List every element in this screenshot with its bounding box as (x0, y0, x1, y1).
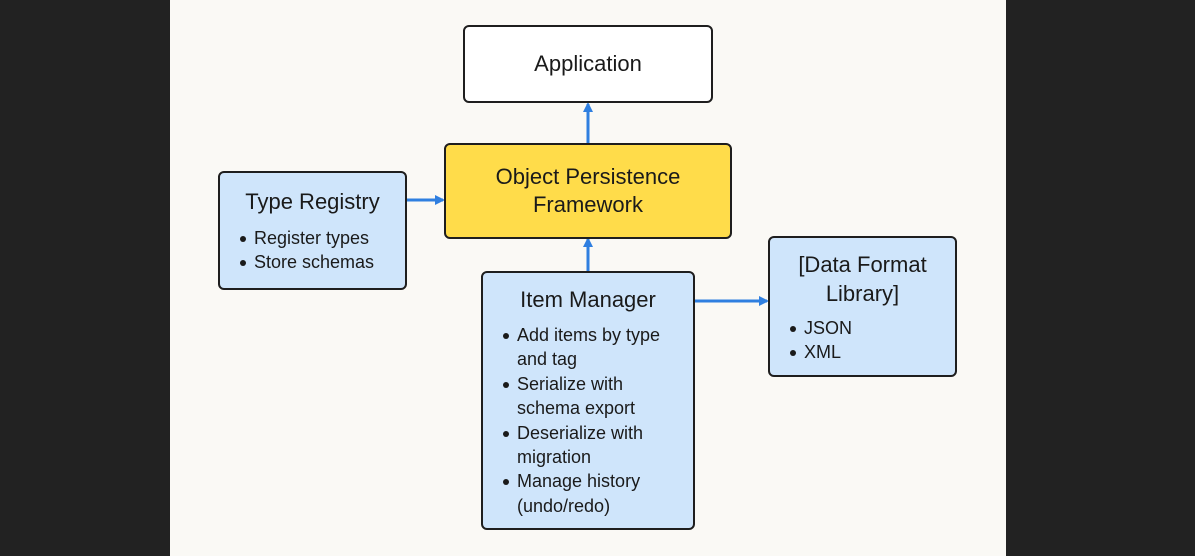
list-item: Add items by type and tag (501, 323, 693, 372)
item-manager-title: Item Manager (520, 287, 656, 312)
type-registry-list: Register types Store schemas (238, 226, 405, 275)
list-item: XML (788, 340, 955, 364)
type-registry-title: Type Registry (245, 189, 380, 214)
item-manager-list: Add items by type and tag Serialize with… (501, 323, 693, 518)
application-node: Application (463, 25, 713, 103)
framework-node: Object Persistence Framework (444, 143, 732, 239)
list-item-line: schema export (517, 398, 636, 419)
list-item-line: migration (517, 447, 592, 468)
list-item: Deserialize with migration (501, 421, 693, 470)
framework-title-line1: Object Persistence (495, 164, 681, 189)
list-item-line: Serialize with (517, 373, 624, 394)
data-format-library-title-line2: Library] (825, 281, 900, 306)
list-item: Store schemas (238, 250, 405, 274)
list-item-line: Add items by type (517, 325, 661, 345)
application-title: Application (534, 51, 642, 76)
data-format-library-list: JSON XML (788, 316, 955, 365)
list-item: JSON (788, 316, 955, 340)
list-item-line: and tag (517, 349, 578, 370)
list-item-line: Manage history (517, 471, 641, 492)
list-item: Serialize with schema export (501, 372, 693, 421)
list-item-line: (undo/redo) (517, 495, 611, 516)
item-manager-node: Item Manager Add items by type and tag S… (481, 271, 695, 530)
list-item: Manage history (undo/redo) (501, 469, 693, 518)
data-format-library-node: [Data Format Library] JSON XML (768, 236, 957, 377)
list-item: Register types (238, 226, 405, 250)
type-registry-node: Type Registry Register types Store schem… (218, 171, 407, 290)
framework-title-line2: Framework (532, 192, 643, 217)
data-format-library-title-line1: [Data Format (798, 252, 927, 277)
list-item-line: Deserialize with (517, 422, 644, 443)
